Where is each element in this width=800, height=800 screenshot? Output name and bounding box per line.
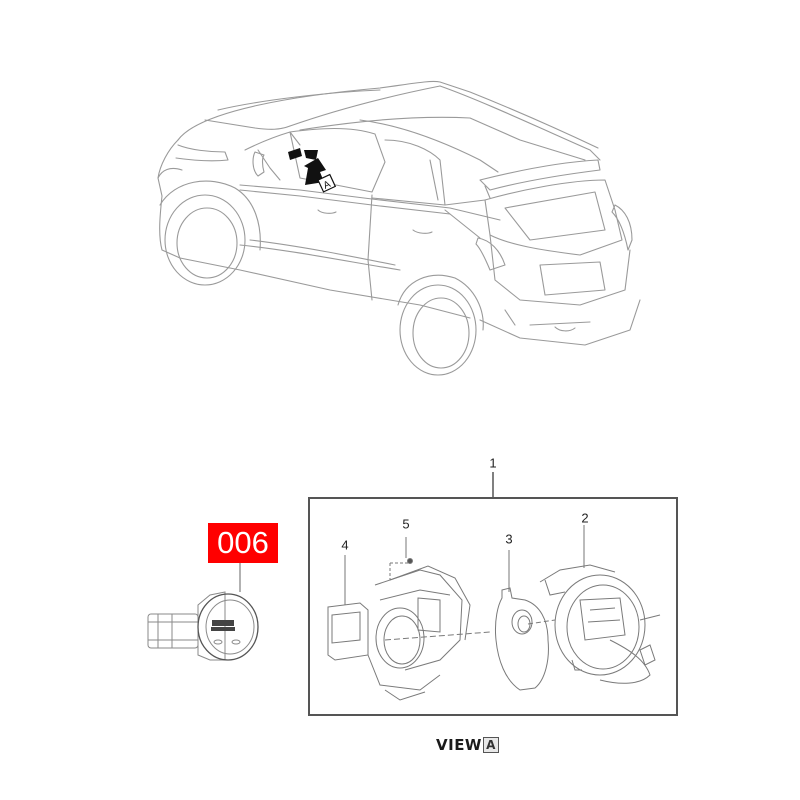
start-stop-button-drawing	[147, 591, 259, 661]
part-3-drawing	[495, 587, 556, 691]
part-number-tag[interactable]: 006	[208, 523, 278, 563]
view-caption-prefix: VIEW	[436, 736, 482, 754]
callout-2: 2	[581, 510, 589, 526]
part-4-drawing	[327, 558, 491, 701]
view-letter-box: A	[482, 737, 499, 753]
callout-5: 5	[402, 516, 410, 532]
part-2-drawing	[539, 564, 661, 684]
view-a-marker: A	[288, 148, 337, 193]
callout-4: 4	[341, 537, 349, 553]
callout-1: 1	[489, 455, 497, 471]
view-caption: VIEW A	[436, 736, 499, 754]
callout-3: 3	[505, 531, 513, 547]
svg-text:A: A	[322, 179, 333, 192]
assembly-1-frame	[308, 497, 678, 716]
